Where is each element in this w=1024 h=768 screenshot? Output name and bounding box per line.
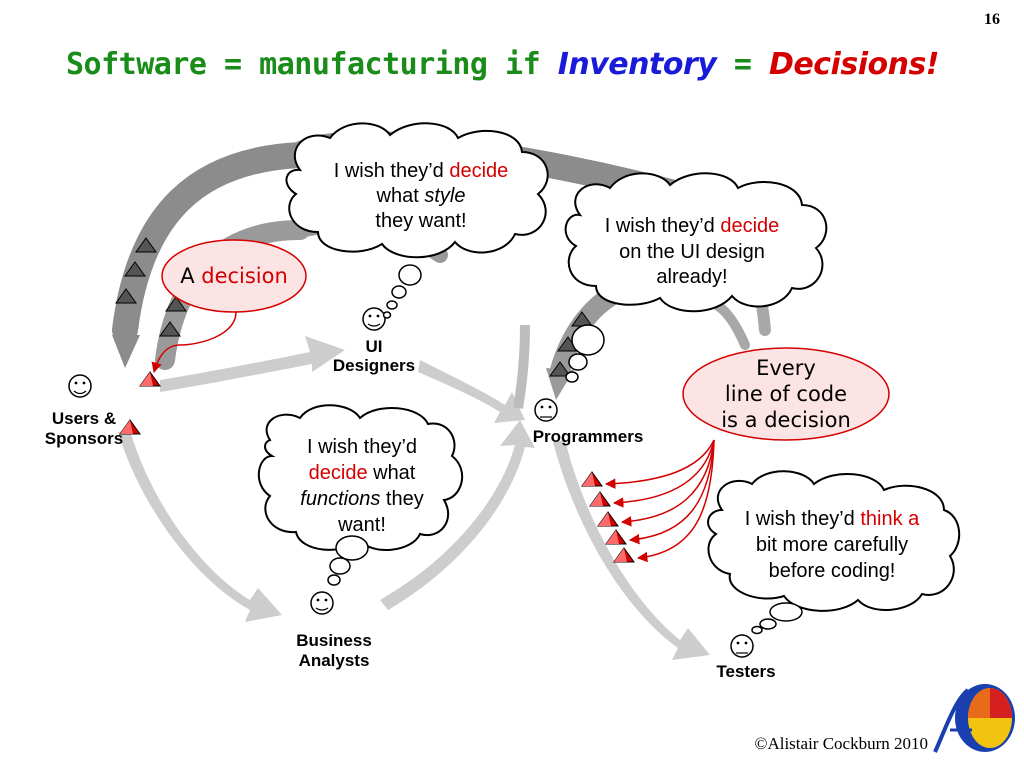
careful-bubble-line2: bit more carefully [756, 534, 908, 556]
every-line3: is a decision [721, 408, 851, 432]
style-bubble-line1: I wish they’d decide [334, 160, 509, 182]
forward-arrows [118, 324, 710, 660]
thought-bubble-careful: I wish they’d think a bit more carefully… [707, 470, 961, 635]
users-sponsors-role: Users & Sponsors [45, 374, 123, 448]
oval-a-decision: A decision [151, 239, 307, 374]
analysts-label-line2: Analysts [299, 651, 370, 670]
ui-bubble-line2: on the UI design [619, 241, 765, 263]
a-decision-text: A decision [180, 264, 288, 288]
functions-bubble-line2: decide what [309, 462, 416, 484]
functions-bubble-line3: functions they [300, 488, 423, 510]
every-line1: Every [756, 356, 816, 380]
testers-face-icon [730, 634, 754, 658]
ui-bubble-line1: I wish they’d decide [605, 215, 780, 237]
ui-label-line2: Designers [333, 356, 415, 375]
ui-designers-face-icon [362, 307, 386, 331]
analysts-face-icon [310, 591, 334, 615]
slide-title: Software = manufacturing if Inventory = … [66, 47, 939, 82]
careful-bubble-line3: before coding! [769, 560, 896, 582]
thought-bubble-ui-design: I wish they’d decide on the UI design al… [564, 172, 828, 383]
ui-designers-role: UI Designers [333, 307, 415, 375]
testers-label: Testers [716, 662, 775, 681]
programmers-label: Programmers [533, 427, 644, 446]
programmers-role: Programmers [533, 398, 644, 446]
page-number: 16 [984, 11, 1000, 28]
thought-bubble-style: I wish they’d decide what style they wan… [285, 122, 549, 319]
copyright-text: ©Alistair Cockburn 2010 [755, 734, 928, 753]
users-label-line2: Sponsors [45, 429, 123, 448]
every-line2: line of code [725, 382, 847, 406]
business-analysts-role: Business Analysts [296, 591, 372, 670]
functions-bubble-line4: want! [337, 514, 386, 536]
users-label-line1: Users & [52, 409, 116, 428]
thought-bubble-functions: I wish they’d decide what functions they… [257, 404, 463, 586]
functions-bubble-line1: I wish they’d [307, 436, 417, 458]
testers-role: Testers [716, 634, 776, 681]
programmers-face-icon [534, 398, 558, 422]
analysts-label-line1: Business [296, 631, 372, 650]
ac-logo [933, 684, 1015, 753]
oval-every-line-of-code: Every line of code is a decision [604, 347, 890, 563]
style-bubble-line2: what style [376, 185, 466, 207]
every-decision-pointers [604, 439, 715, 563]
careful-bubble-line1: I wish they’d think a [745, 508, 920, 530]
ui-label-line1: UI [366, 337, 383, 356]
ui-bubble-line3: already! [656, 266, 727, 288]
style-bubble-line3: they want! [375, 210, 466, 232]
